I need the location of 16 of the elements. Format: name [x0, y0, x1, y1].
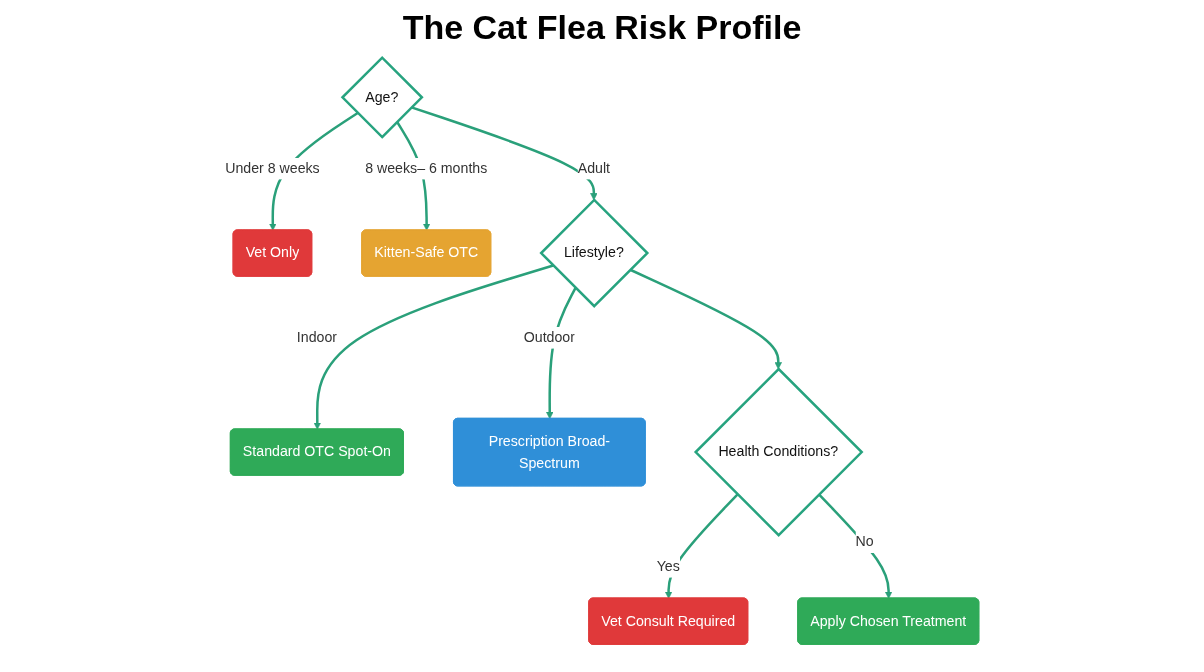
edge-label: No	[855, 533, 874, 550]
edge-label: Outdoor	[523, 329, 575, 346]
edge-label: Yes	[656, 558, 680, 575]
node-diamond: Lifestyle?	[539, 198, 650, 308]
arrow	[664, 493, 739, 599]
node-diamond: Age?	[340, 55, 424, 139]
arrow	[818, 493, 893, 599]
arrow	[411, 106, 598, 201]
edge-label: Under 8 weeks	[225, 160, 320, 177]
title: The Cat Flea Risk Profile	[401, 8, 803, 47]
arrow	[313, 264, 554, 430]
edge-label: Adult	[577, 160, 611, 177]
edge-label: 8 weeks– 6 months	[365, 160, 488, 177]
edge-label: Indoor	[296, 329, 338, 346]
arrow	[629, 268, 782, 370]
node-diamond: Health Conditions?	[693, 367, 864, 537]
